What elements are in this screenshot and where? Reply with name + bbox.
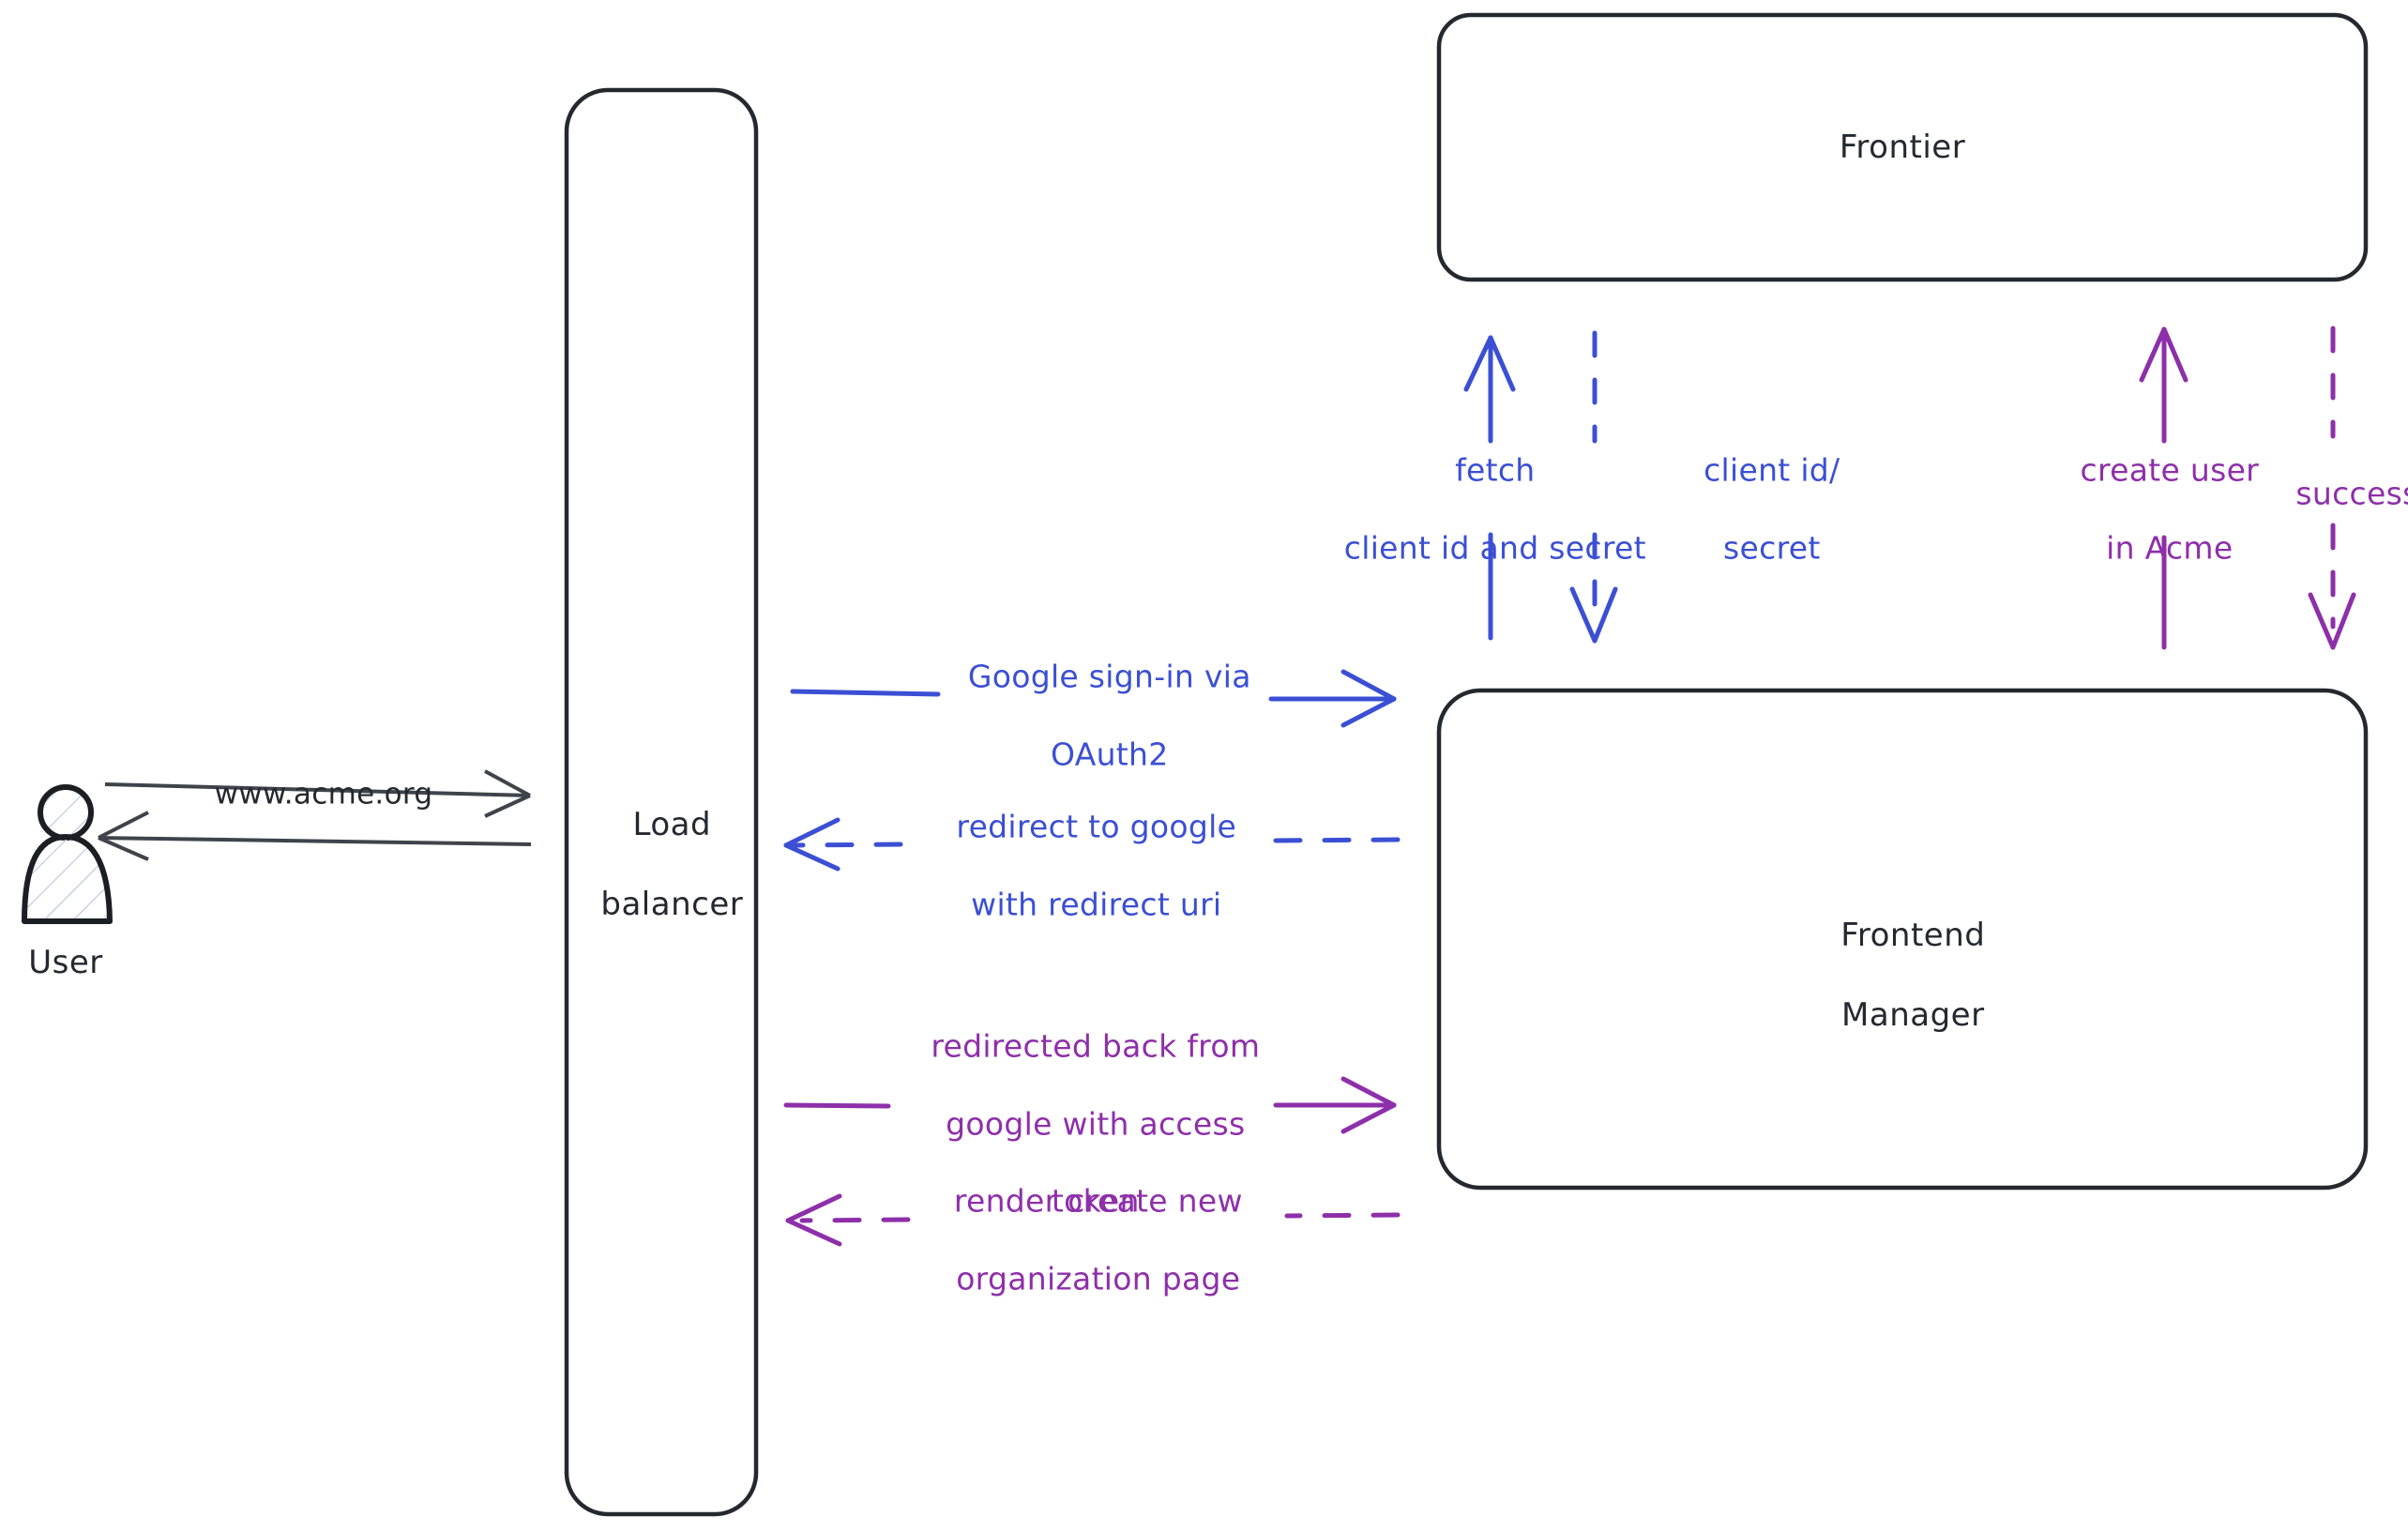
edge-label-client-id-line1: client id/ xyxy=(1704,451,1840,489)
edge-label-token-line2: google with access xyxy=(946,1105,1246,1142)
edge-label-fetch-line1: fetch xyxy=(1455,451,1536,489)
edge-label-client-id-line2: secret xyxy=(1723,529,1821,567)
frontier-shape xyxy=(1436,12,2369,282)
edge-fm-to-frontier-fetch xyxy=(1463,335,1516,641)
frontier-label: Frontier xyxy=(1839,128,1966,166)
edge-label-token-line1: redirected back from xyxy=(931,1027,1261,1065)
node-frontend-manager[interactable] xyxy=(1436,688,2369,1191)
edge-fm-to-lb-render xyxy=(785,1193,1401,1247)
edge-label-render-line1: render create new xyxy=(953,1182,1243,1220)
edge-user-to-lb xyxy=(104,769,531,818)
edge-frontier-to-fm-creds xyxy=(1569,330,1618,644)
edge-lb-to-fm-signin xyxy=(790,669,1397,728)
edge-label-google-signin-line1: Google sign-in via xyxy=(967,658,1251,695)
edge-label-google-signin-line2: OAuth2 xyxy=(1051,736,1169,773)
edge-fm-to-frontier-create xyxy=(2139,326,2188,650)
edge-label-access-token: redirected back from google with access … xyxy=(911,988,1261,1221)
edge-label-redirect-google-line2: with redirect uri xyxy=(971,886,1222,923)
user-label: User xyxy=(28,943,103,981)
edge-label-fetch-line2: client id and secret xyxy=(1343,529,1646,567)
edge-lb-to-user xyxy=(98,811,532,861)
edge-label-www-acme-org: www.acme.org xyxy=(214,777,433,812)
frontend-manager-label-line1: Frontend xyxy=(1840,916,1986,954)
edge-fm-to-lb-redirect xyxy=(783,817,1401,872)
node-frontier[interactable] xyxy=(1436,12,2369,282)
edge-label-render-org-page: render create new organization page xyxy=(933,1144,1243,1298)
edge-label-redirect-google-line1: redirect to google xyxy=(956,808,1237,845)
edge-label-create-user: create user in Acme xyxy=(2060,413,2259,568)
edge-label-client-id-secret: client id/ secret xyxy=(1684,413,1840,568)
frontend-manager-label: Frontend Manager xyxy=(1820,875,1986,1035)
load-balancer-shape xyxy=(564,87,759,1517)
user-head-icon xyxy=(38,784,94,841)
edge-label-redirect-google: redirect to google with redirect uri xyxy=(936,769,1236,924)
edge-label-success: success xyxy=(2295,475,2408,512)
load-balancer-label: Load balancer xyxy=(580,765,743,924)
edge-label-create-user-line1: create user xyxy=(2080,451,2260,489)
edge-label-fetch-client-id: fetch client id and secret xyxy=(1324,413,1646,568)
user-body-icon xyxy=(22,834,113,924)
edge-label-render-line2: organization page xyxy=(956,1260,1241,1297)
edge-label-google-signin: Google sign-in via OAuth2 xyxy=(947,619,1251,774)
edge-label-create-user-line2: in Acme xyxy=(2106,529,2234,567)
frontend-manager-shape xyxy=(1436,688,2369,1191)
load-balancer-label-line1: Load xyxy=(632,805,712,843)
node-user[interactable] xyxy=(22,784,113,924)
edge-lb-to-fm-token xyxy=(783,1076,1397,1134)
frontend-manager-label-line2: Manager xyxy=(1841,995,1985,1034)
load-balancer-label-line2: balancer xyxy=(600,885,744,923)
edge-frontier-to-fm-success xyxy=(2308,326,2356,650)
edge-label-token-line3: token xyxy=(1051,1182,1140,1220)
node-load-balancer[interactable] xyxy=(564,87,759,1517)
